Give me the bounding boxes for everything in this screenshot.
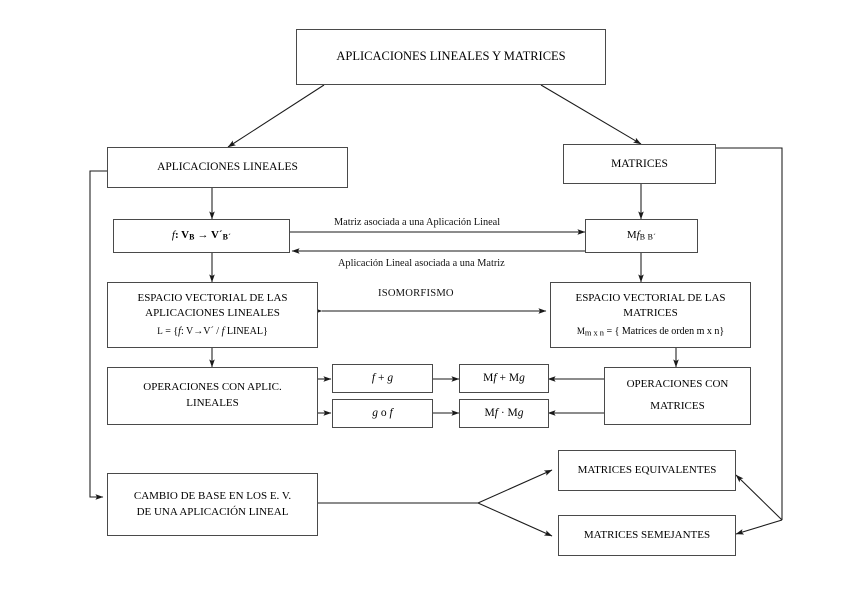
f-plus-g-formula: f + g	[372, 370, 393, 386]
fpg-op: +	[375, 372, 388, 385]
matrices-equivalentes-label: MATRICES EQUIVALENTES	[577, 463, 717, 476]
edge-label-matriz-asociada: Matriz asociada a una Aplicación Lineal	[334, 217, 501, 228]
mpm-a: f	[493, 372, 497, 385]
ev-matrices-formula: Mm x n = { Matrices de orden m x n}	[577, 325, 724, 339]
cambio-line1: CAMBIO DE BASE EN LOS E. V.	[133, 489, 292, 502]
ev-aplic-line2: APLICACIONES LINEALES	[145, 307, 280, 320]
mpm-m1: M	[483, 372, 494, 385]
node-aplicaciones-lineales-label: APLICACIONES LINEALES	[157, 161, 298, 174]
ev-aplic-end: LINEAL}	[224, 326, 268, 338]
ev-matrices-rest: = { Matrices de orden m x n}	[603, 325, 725, 337]
edge-left-rail-to-cambio	[89, 170, 107, 500]
edge-root-to-aplicaciones	[227, 84, 325, 148]
ev-aplic-line1: ESPACIO VECTORIAL DE LAS	[137, 291, 288, 304]
ev-aplic-f1: f	[178, 326, 181, 338]
f-map-colon: : V	[174, 229, 190, 242]
op-aplic-line1: OPERACIONES CON APLIC.	[143, 381, 282, 394]
node-cambio-de-base[interactable]: CAMBIO DE BASE EN LOS E. V. DE UNA APLIC…	[107, 473, 318, 536]
mdm-op: · M	[497, 407, 518, 420]
node-matrices-semejantes[interactable]: MATRICES SEMEJANTES	[558, 515, 736, 556]
mdm-m1: M	[484, 407, 495, 420]
mf-m: M	[626, 229, 637, 242]
gcf-b: f	[389, 407, 393, 420]
f-map-sub2: B´	[222, 232, 232, 242]
f-symbol: f	[171, 229, 175, 242]
ev-aplic-eq: = {	[162, 326, 179, 338]
node-root-label: APLICACIONES LINEALES Y MATRICES	[336, 49, 566, 64]
node-f-plus-g[interactable]: f + g	[332, 364, 433, 393]
node-mf-dot-mg[interactable]: Mf · Mg	[459, 399, 549, 428]
edge-root-to-matrices	[540, 84, 642, 145]
node-op-aplicaciones[interactable]: OPERACIONES CON APLIC. LINEALES	[107, 367, 318, 425]
node-root-title[interactable]: APLICACIONES LINEALES Y MATRICES	[296, 29, 606, 85]
edge-label-isomorfismo: ISOMORFISMO	[378, 288, 454, 299]
node-ev-matrices[interactable]: ESPACIO VECTORIAL DE LAS MATRICES Mm x n…	[550, 282, 751, 348]
node-ev-aplicaciones[interactable]: ESPACIO VECTORIAL DE LAS APLICACIONES LI…	[107, 282, 318, 348]
node-f-map-formula: f: VB → V´B´	[172, 228, 231, 244]
ev-matrices-M: M	[576, 325, 585, 336]
ev-matrices-line2: MATRICES	[623, 307, 678, 320]
node-mf-map[interactable]: MfB B´	[585, 219, 698, 253]
ev-aplic-tail: : V→V´ /	[180, 326, 222, 338]
node-mf-plus-mg[interactable]: Mf + Mg	[459, 364, 549, 393]
edge-rail-to-semejantes	[735, 519, 783, 535]
mpm-b: g	[519, 372, 525, 385]
op-aplic-line2: LINEALES	[186, 397, 239, 409]
mpm-op: + M	[496, 372, 520, 385]
mf-dot-mg-formula: Mf · Mg	[485, 405, 524, 421]
edge-label-aplicacion-asociada: Aplicación Lineal asociada a una Matriz	[338, 258, 505, 269]
edge-cambio-to-equivalentes	[477, 469, 553, 504]
node-matrices-label: MATRICES	[611, 157, 668, 170]
node-mf-map-formula: MfB B´	[627, 228, 656, 244]
mf-f: f	[636, 229, 640, 242]
node-g-comp-f[interactable]: g o f	[332, 399, 433, 428]
f-map-arrow: → V´	[194, 229, 223, 242]
ev-aplic-L: L	[157, 326, 163, 337]
ev-matrices-sub: m x n	[584, 328, 604, 338]
cambio-line2: DE UNA APLICACIÓN LINEAL	[136, 505, 289, 518]
ev-matrices-line1: ESPACIO VECTORIAL DE LAS	[575, 291, 726, 304]
node-matrices[interactable]: MATRICES	[563, 144, 716, 184]
fpg-b: g	[387, 372, 394, 385]
fpg-a: f	[371, 372, 376, 385]
op-matrices-line2: MATRICES	[650, 400, 705, 412]
node-matrices-equivalentes[interactable]: MATRICES EQUIVALENTES	[558, 450, 736, 491]
mdm-b: g	[517, 407, 524, 420]
ev-aplic-f2: f	[221, 326, 225, 338]
mf-plus-mg-formula: Mf + Mg	[483, 370, 525, 386]
matrices-semejantes-label: MATRICES SEMEJANTES	[583, 528, 711, 541]
f-map-sub1: B	[189, 232, 195, 242]
edge-cambio-to-semejantes	[477, 502, 553, 537]
ev-aplic-formula: L = {f: V→V´ / f LINEAL}	[157, 325, 268, 339]
g-comp-f-formula: g o f	[372, 405, 392, 421]
mdm-a: f	[494, 407, 498, 420]
mf-sub: B B´	[639, 232, 657, 242]
node-op-matrices[interactable]: OPERACIONES CON MATRICES	[604, 367, 751, 425]
op-matrices-line1: OPERACIONES CON	[626, 378, 729, 391]
node-aplicaciones-lineales[interactable]: APLICACIONES LINEALES	[107, 147, 348, 188]
edge-rail-to-equivalentes	[735, 474, 783, 521]
gcf-a: g	[372, 407, 379, 420]
gcf-op: o	[378, 407, 390, 420]
node-f-map[interactable]: f: VB → V´B´	[113, 219, 290, 253]
